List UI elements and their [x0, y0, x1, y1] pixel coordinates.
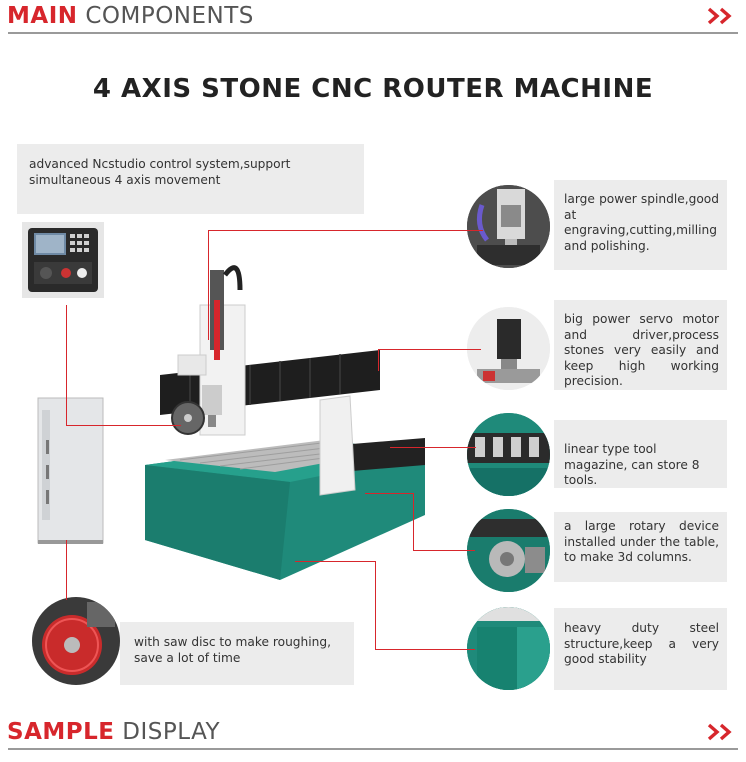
section-title: SAMPLE DISPLAY — [7, 719, 220, 745]
page-title: 4 AXIS STONE CNC ROUTER MACHINE — [92, 74, 654, 104]
section-header-main-components: MAIN COMPONENTS — [0, 0, 746, 34]
saw-disc-image — [32, 597, 120, 685]
connector-line — [390, 447, 476, 448]
feature-control-text: advanced Ncstudio control system,support… — [29, 157, 291, 187]
feature-spindle: large power spindle,good at engraving,cu… — [554, 180, 727, 270]
feature-saw-text: with saw disc to make roughing, save a l… — [134, 635, 331, 665]
connector-line — [295, 561, 375, 562]
cnc-router-machine-image — [37, 265, 425, 580]
connector-line — [378, 349, 481, 350]
connector-line — [208, 230, 483, 231]
feature-structure-text: heavy duty steel structure,keep a very g… — [564, 621, 719, 666]
feature-rotary: a large rotary device installed under th… — [554, 512, 727, 582]
steel-structure-image — [467, 607, 550, 690]
feature-control-system: advanced Ncstudio control system,support… — [17, 144, 364, 214]
section-divider — [8, 748, 738, 750]
feature-rotary-text: a large rotary device installed under th… — [564, 519, 719, 564]
connector-line — [375, 561, 376, 649]
control-panel-image — [22, 222, 104, 298]
connector-line — [66, 540, 67, 600]
connector-line — [208, 230, 209, 340]
spindle-image — [467, 185, 550, 268]
feature-servo-text: big power servo motor and driver,process… — [564, 312, 719, 388]
double-chevron-right-icon — [707, 723, 732, 741]
connector-line — [413, 550, 475, 551]
connector-line — [378, 349, 379, 371]
section-title: MAIN COMPONENTS — [7, 3, 254, 29]
feature-tool-magazine: linear type tool magazine, can store 8 t… — [554, 420, 727, 488]
connector-line — [66, 305, 67, 425]
double-chevron-right-icon — [707, 7, 732, 25]
section-title-bold: SAMPLE — [7, 719, 115, 745]
section-title-rest: COMPONENTS — [85, 3, 254, 29]
section-divider — [8, 32, 738, 34]
connector-line — [66, 425, 181, 426]
feature-structure: heavy duty steel structure,keep a very g… — [554, 608, 727, 690]
feature-servo: big power servo motor and driver,process… — [554, 300, 727, 390]
feature-saw-disc: with saw disc to make roughing, save a l… — [120, 622, 354, 685]
tool-magazine-image — [467, 413, 550, 496]
connector-line — [375, 649, 475, 650]
section-title-rest: DISPLAY — [122, 719, 221, 745]
servo-motor-image — [467, 307, 550, 390]
feature-magazine-text: linear type tool magazine, can store 8 t… — [564, 442, 700, 487]
connector-line — [413, 493, 414, 550]
section-header-sample-display: SAMPLE DISPLAY — [0, 716, 746, 750]
feature-spindle-text: large power spindle,good at engraving,cu… — [564, 192, 719, 253]
connector-line — [365, 493, 413, 494]
section-title-bold: MAIN — [7, 3, 78, 29]
rotary-device-image — [467, 509, 550, 592]
